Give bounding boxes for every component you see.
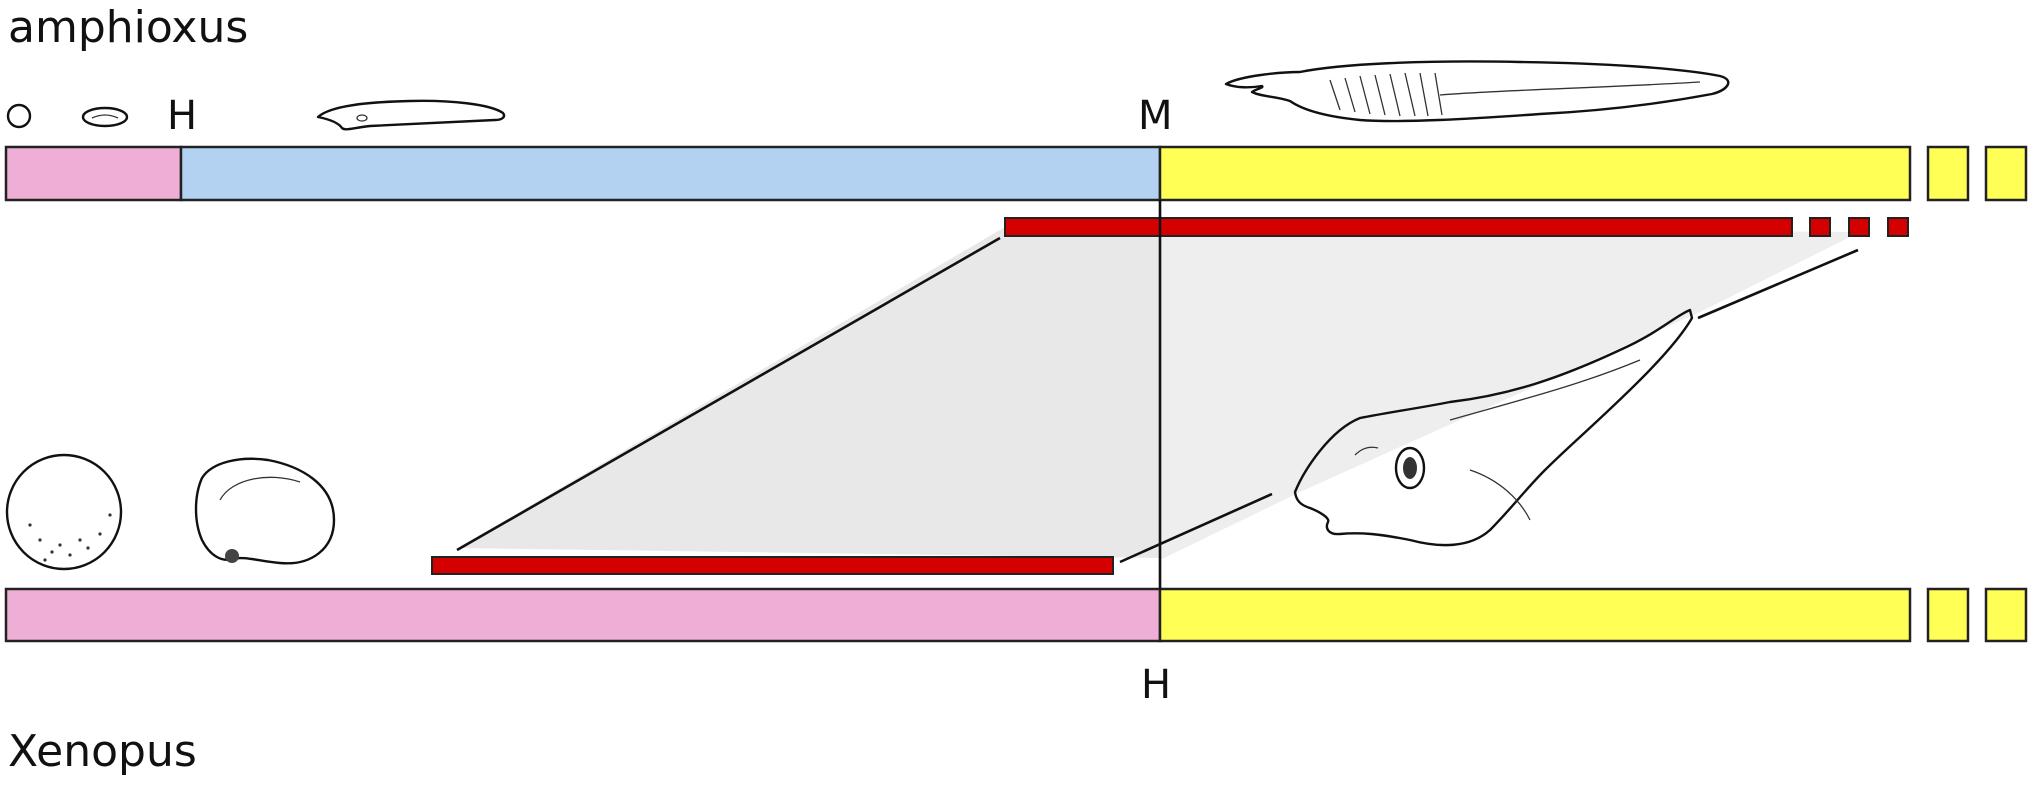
amphioxus-expression-bar: [1004, 217, 1793, 237]
amphioxus-egg-illustration: [6, 103, 32, 129]
amphioxus-juvenile-segment-continued-2: [1984, 145, 2028, 202]
xenopus-hatching-marker: H: [1141, 662, 1171, 708]
xenopus-species-label: Xenopus: [8, 726, 197, 777]
amphioxus-hatching-marker: H: [167, 93, 197, 139]
amphioxus-species-label: amphioxus: [8, 2, 248, 53]
xenopus-embryo-segment: [4, 587, 1162, 643]
amphioxus-larva-illustration: [316, 99, 506, 131]
amphioxus-metamorphosis-marker: M: [1138, 93, 1173, 139]
amphioxus-juvenile-segment: [1158, 145, 1912, 202]
xenopus-embryo-illustration: [194, 457, 336, 565]
connector-line-right-lower: [1119, 492, 1273, 564]
amphioxus-embryo-segment: [4, 145, 183, 202]
connector-line-left: [456, 236, 1001, 552]
amphioxus-expression-bar-dash-3: [1887, 217, 1909, 237]
shaded-correspondence-region-right: [1160, 227, 1860, 560]
xenopus-juvenile-segment: [1158, 587, 1912, 643]
amphioxus-juvenile-segment-continued-1: [1926, 145, 1970, 202]
xenopus-juvenile-segment-continued-1: [1926, 587, 1970, 643]
amphioxus-larva-segment: [179, 145, 1162, 202]
connector-line-right-upper: [1697, 248, 1859, 320]
shaded-correspondence-region-left: [458, 227, 1160, 558]
xenopus-expression-bar: [431, 556, 1114, 575]
amphioxus-juvenile-illustration: [1224, 60, 1730, 123]
amphioxus-expression-bar-dash-2: [1848, 217, 1870, 237]
xenopus-juvenile-segment-continued-2: [1984, 587, 2028, 643]
xenopus-egg-illustration: [5, 453, 123, 571]
amphioxus-expression-bar-dash-1: [1809, 217, 1831, 237]
amphioxus-embryo-illustration: [81, 106, 129, 128]
xenopus-tadpole-illustration: [1293, 308, 1694, 547]
